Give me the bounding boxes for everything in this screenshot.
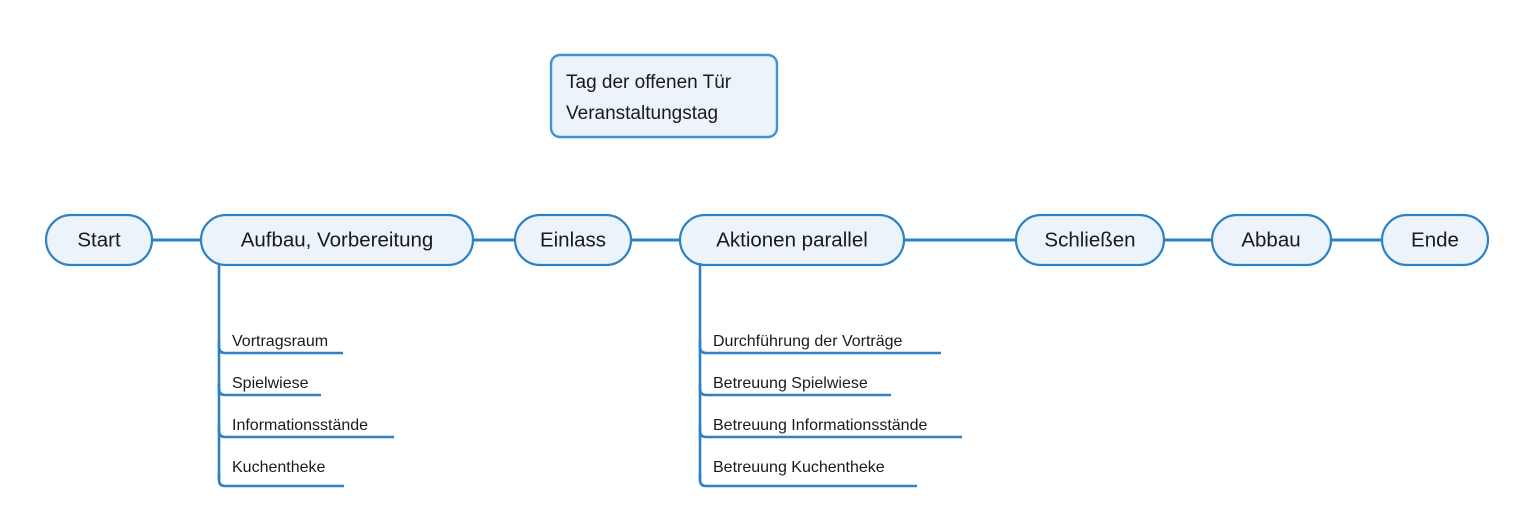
flow-node-aktionen-parallel-shape [678, 213, 906, 267]
flow-node-ende[interactable]: Ende [1380, 213, 1490, 267]
branch-aufbau-item-2-line [217, 425, 394, 439]
flow-node-start-label: Start [77, 228, 121, 251]
branch-aktionen-item-3-line [698, 474, 917, 488]
title-box-line2: Veranstaltungstag [566, 103, 718, 124]
flow-node-schliessen-shape [1014, 213, 1166, 267]
flow-node-einlass[interactable]: Einlass [513, 213, 633, 267]
flow-node-schliessen[interactable]: Schließen [1014, 213, 1166, 267]
branch-aufbau-item-3-line [217, 474, 344, 488]
flow-node-start-shape [44, 213, 154, 267]
flow-node-start[interactable]: Start [44, 213, 154, 267]
flow-node-ende-label: Ende [1411, 228, 1459, 251]
flow-node-schliessen-label: Schließen [1044, 228, 1135, 251]
flow-node-aktionen-parallel-label: Aktionen parallel [716, 228, 868, 251]
branch-aufbau-item-3-label: Kuchentheke [232, 459, 326, 476]
flow-node-aufbau-vorbereitung-shape [199, 213, 475, 267]
branch-aktionen-item-2-label: Betreuung Informationsstände [713, 417, 927, 434]
branch-aufbau-item-0-line [217, 341, 343, 355]
flow-node-aktionen-parallel[interactable]: Aktionen parallel [678, 213, 906, 267]
title-box-shape [549, 53, 779, 139]
branch-aufbau-item-0-label: Vortragsraum [232, 333, 328, 350]
branch-aufbau-item-2-label: Informationsstände [232, 417, 368, 434]
title-box-line1: Tag der offenen Tür [566, 72, 732, 93]
flow-node-einlass-shape [513, 213, 633, 267]
branch-aktionen-item-3-label: Betreuung Kuchentheke [713, 459, 885, 476]
branch-aufbau-vorbereitung: Vortragsraum Spielwiese Informationsstän… [217, 263, 394, 488]
branch-aktionen-item-1-label: Betreuung Spielwiese [713, 375, 868, 392]
branch-aktionen-item-2-line [698, 425, 962, 439]
branch-aktionen-item-1-line [698, 383, 891, 397]
branch-aktionen-item-0-label: Durchführung der Vorträge [713, 333, 903, 350]
flow-node-abbau-shape [1210, 213, 1333, 267]
branch-aktionen-item-0-line [698, 341, 941, 355]
flow-node-abbau[interactable]: Abbau [1210, 213, 1333, 267]
title-box[interactable]: Tag der offenen Tür Veranstaltungstag [549, 53, 779, 139]
flow-node-einlass-label: Einlass [540, 228, 606, 251]
flow-node-ende-shape [1380, 213, 1490, 267]
flow-node-aufbau-vorbereitung-label: Aufbau, Vorbereitung [241, 228, 434, 251]
flow-node-abbau-label: Abbau [1241, 228, 1300, 251]
branch-aktionen-parallel: Durchführung der Vorträge Betreuung Spie… [698, 263, 962, 488]
flow-node-aufbau-vorbereitung[interactable]: Aufbau, Vorbereitung [199, 213, 475, 267]
branch-aufbau-item-1-label: Spielwiese [232, 375, 309, 392]
branch-aufbau-item-1-line [217, 383, 321, 397]
